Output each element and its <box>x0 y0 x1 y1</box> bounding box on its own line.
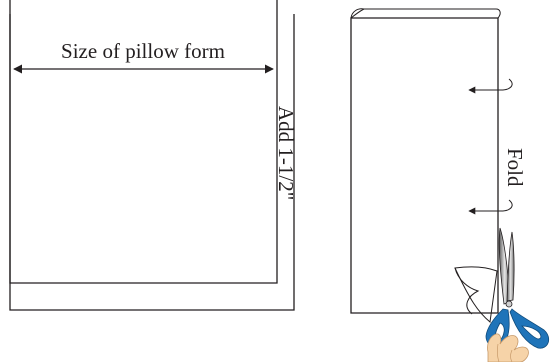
right-panel: Fold <box>350 8 527 323</box>
width-label: Size of pillow form <box>61 39 225 63</box>
fold-arrow-lower <box>468 199 513 215</box>
folded-fabric-outline <box>350 17 499 314</box>
scissor-blade-right <box>506 231 515 302</box>
left-panel: Size of pillow form Add 1-1/2" <box>9 0 298 311</box>
allowance-label: Add 1-1/2" <box>274 106 298 200</box>
curled-corner-curl <box>454 267 480 315</box>
scissor-pivot <box>505 300 513 308</box>
pillow-form-outline <box>9 0 278 284</box>
scissor-handle-right <box>509 308 550 349</box>
fold-corner-top-inner <box>350 8 365 19</box>
fold-arrow-upper <box>468 78 513 94</box>
hand-icon <box>487 333 529 362</box>
fold-label: Fold <box>503 148 527 187</box>
scissors-icon <box>485 227 550 349</box>
curled-corner <box>454 266 498 323</box>
fold-corner-top <box>350 8 501 19</box>
